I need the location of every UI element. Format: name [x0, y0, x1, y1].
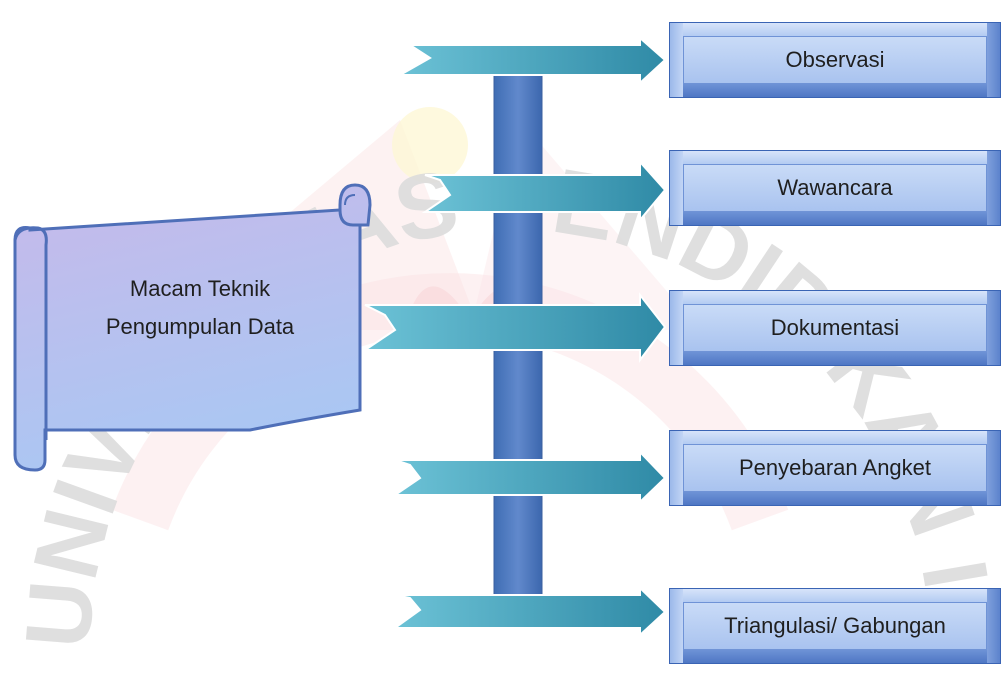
source-title-line1: Macam Teknik [129, 276, 271, 301]
method-label: Penyebaran Angket [738, 455, 932, 480]
arrow-to-penyebaran-angket [391, 449, 667, 505]
method-label: Observasi [785, 47, 885, 72]
source-title-line2: Pengumpulan Data [105, 314, 295, 339]
method-box-triangulasi: Triangulasi/ Gabungan [669, 588, 1001, 664]
arrow-to-observasi [396, 35, 667, 86]
method-label: Triangulasi/ Gabungan [724, 613, 946, 638]
source-scroll [13, 183, 372, 472]
method-box-dokumentasi: Dokumentasi [669, 290, 1001, 366]
arrow-to-wawancara [421, 159, 667, 223]
method-label: Dokumentasi [770, 315, 900, 340]
method-label: Wawancara [777, 175, 893, 200]
arrow-to-dokumentasi [361, 292, 667, 363]
method-box-observasi: Observasi [669, 22, 1001, 98]
source-title: Macam Teknik Pengumpulan Data [60, 270, 340, 346]
arrow-to-triangulasi [391, 585, 667, 638]
method-box-wawancara: Wawancara [669, 150, 1001, 226]
method-box-penyebaran-angket: Penyebaran Angket [669, 430, 1001, 506]
